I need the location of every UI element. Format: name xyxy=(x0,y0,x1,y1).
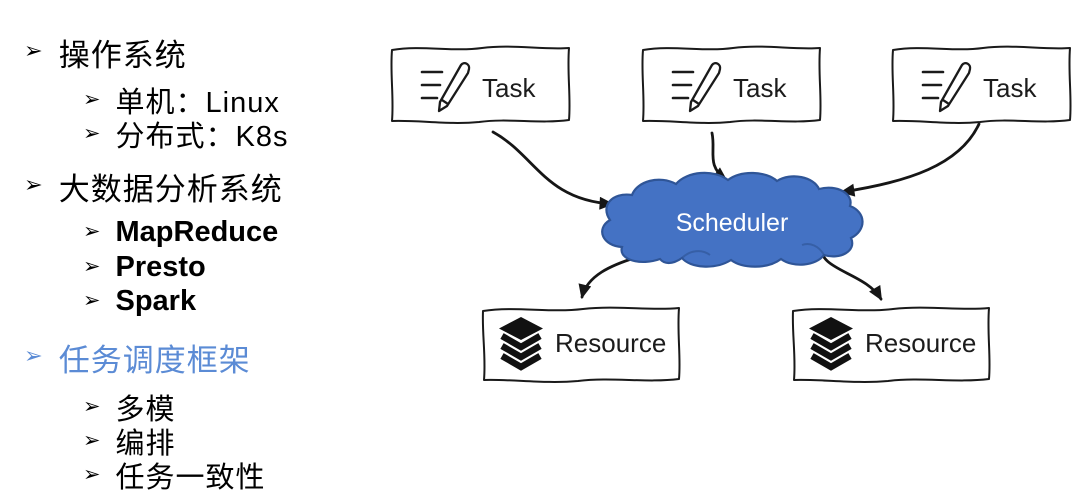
outline-item-label: 分布式：K8s xyxy=(115,121,289,153)
layers-stack-icon xyxy=(809,317,853,367)
task-node: Task xyxy=(891,45,1072,124)
bullet-arrow-icon: ➢ xyxy=(83,254,102,279)
outline-item: ➢ 单机：Linux xyxy=(83,79,280,121)
bullet-arrow-icon: ➢ xyxy=(83,86,102,111)
outline-item-label: 任务调度框架 xyxy=(58,343,251,378)
outline-item-label: Spark xyxy=(115,285,197,317)
outline-item-label: 大数据分析系统 xyxy=(58,172,283,207)
task-node-label: Task xyxy=(482,73,536,103)
task-node-label: Task xyxy=(983,73,1037,103)
scheduler-label: Scheduler xyxy=(676,209,789,237)
bullet-arrow-icon: ➢ xyxy=(83,288,102,313)
outline-item: ➢ 任务一致性 xyxy=(83,454,266,496)
outline-item-label: 编排 xyxy=(115,428,176,460)
outline-item: ➢ 大数据分析系统 xyxy=(24,164,283,209)
outline-item-highlighted: ➢ 任务调度框架 xyxy=(24,335,251,380)
bullet-arrow-icon: ➢ xyxy=(83,393,102,418)
task-node-label: Task xyxy=(733,73,787,103)
outline-item-label: Presto xyxy=(115,251,206,283)
outline-item: ➢ Presto xyxy=(83,251,206,284)
task-node-box xyxy=(390,45,571,124)
outline-item: ➢ 操作系统 xyxy=(24,30,187,75)
cloud-inner-arc xyxy=(801,243,825,256)
list-pencil-icon xyxy=(420,61,471,113)
scheduler-cloud-shape xyxy=(601,171,864,268)
arrow-scheduler-to-resource1 xyxy=(578,254,643,299)
outline-item: ➢ Spark xyxy=(83,285,196,318)
task-node-box xyxy=(891,45,1072,124)
resource-node-label: Resource xyxy=(865,328,976,358)
arrow-task3-to-scheduler xyxy=(840,122,981,197)
bullet-arrow-icon: ➢ xyxy=(83,120,102,145)
task-node-box xyxy=(641,45,822,124)
outline-item-label: 操作系统 xyxy=(58,38,187,73)
outline-list: ➢ 操作系统 ➢ 单机：Linux ➢ 分布式：K8s ➢ 大数据分析系统 ➢ … xyxy=(0,0,372,502)
outline-item: ➢ 分布式：K8s xyxy=(83,113,288,155)
outline-item: ➢ MapReduce xyxy=(83,216,278,249)
outline-item-label: 单机：Linux xyxy=(115,87,280,119)
bullet-arrow-icon: ➢ xyxy=(83,427,102,452)
bullet-arrow-icon: ➢ xyxy=(24,38,44,65)
scheduler-diagram: Task Task Task Scheduler Resource xyxy=(390,45,1072,383)
task-node: Task xyxy=(641,45,822,124)
outline-item-label: MapReduce xyxy=(115,216,279,248)
resource-node-label: Resource xyxy=(555,328,666,358)
resource-node: Resource xyxy=(481,306,681,383)
bullet-arrow-icon: ➢ xyxy=(24,343,44,370)
outline-item-label: 任务一致性 xyxy=(115,462,266,494)
bullet-arrow-icon: ➢ xyxy=(83,461,102,486)
scheduler-node: Scheduler xyxy=(601,171,864,268)
outline-item: ➢ 多模 xyxy=(83,386,176,428)
outline-item-label: 多模 xyxy=(115,394,176,426)
resource-node: Resource xyxy=(791,306,991,383)
list-pencil-icon xyxy=(921,61,972,113)
arrow-task1-to-scheduler xyxy=(491,130,615,210)
list-pencil-icon xyxy=(671,61,722,113)
bullet-arrow-icon: ➢ xyxy=(83,219,102,244)
outline-item: ➢ 编排 xyxy=(83,420,176,462)
layers-stack-icon xyxy=(499,317,543,367)
cloud-inner-arc xyxy=(681,250,711,259)
task-node: Task xyxy=(390,45,571,124)
bullet-arrow-icon: ➢ xyxy=(24,172,44,199)
